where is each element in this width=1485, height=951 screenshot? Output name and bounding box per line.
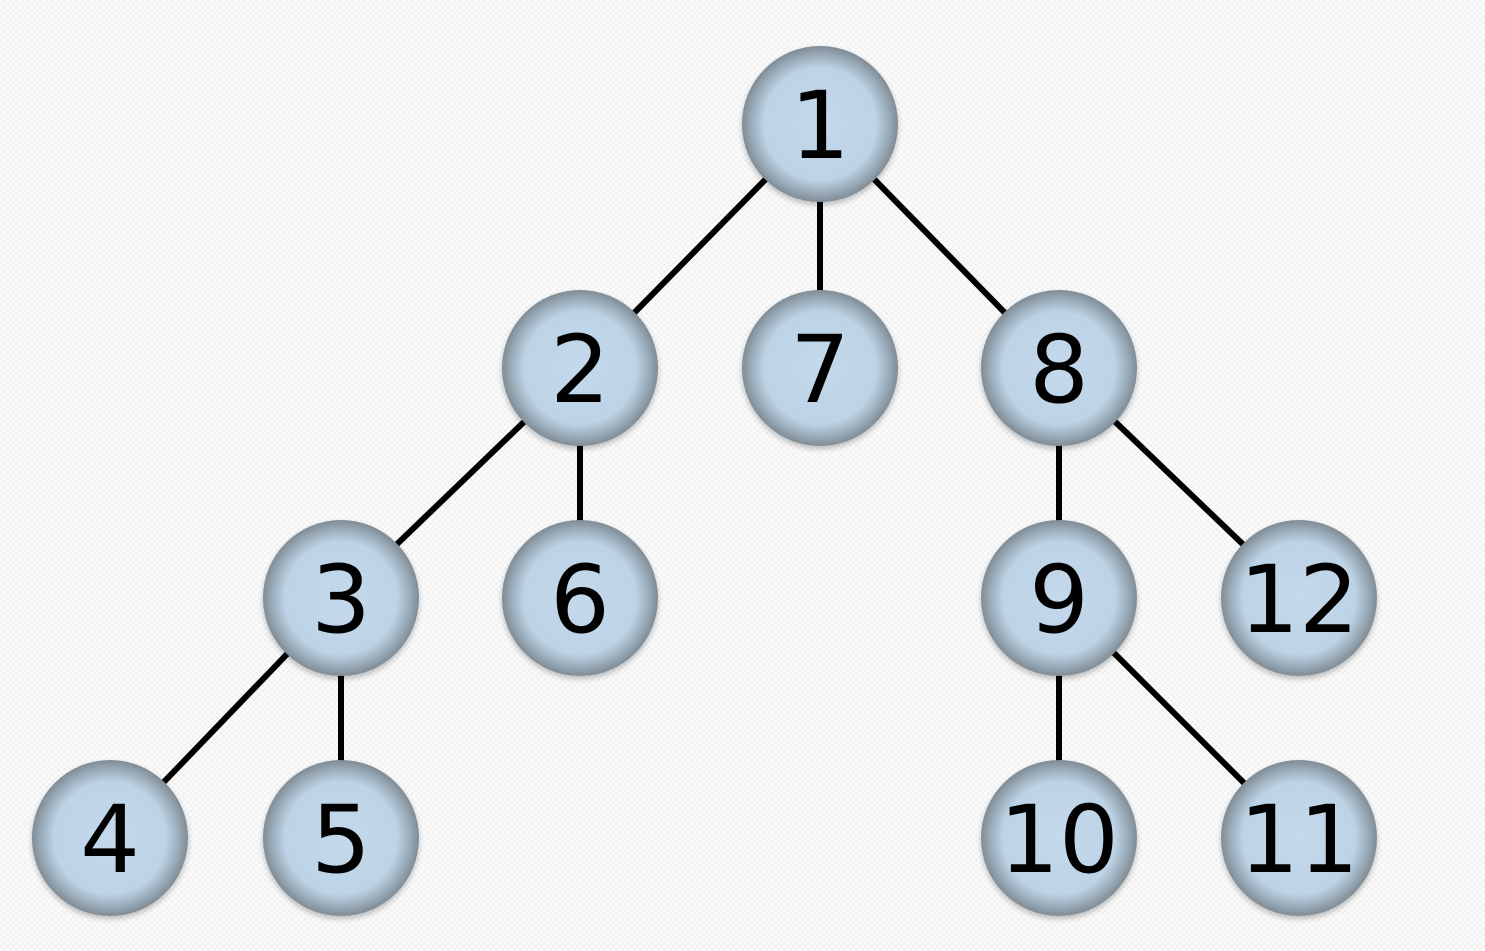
node-label-7: 7 <box>790 316 850 425</box>
node-label-9: 9 <box>1029 546 1089 655</box>
node-circle-4 <box>32 760 188 916</box>
node-label-4: 4 <box>80 786 140 895</box>
node-11: 11 <box>1221 760 1377 916</box>
node-label-2: 2 <box>550 316 610 425</box>
node-label-10: 10 <box>999 786 1119 895</box>
node-circle-1 <box>742 46 898 202</box>
edges-layer <box>107 121 1302 841</box>
node-label-12: 12 <box>1239 546 1359 655</box>
node-8: 8 <box>981 290 1137 446</box>
node-10: 10 <box>981 760 1137 916</box>
node-label-11: 11 <box>1239 786 1359 895</box>
node-circle-8 <box>981 290 1137 446</box>
node-1: 1 <box>742 46 898 202</box>
node-circle-10 <box>981 760 1137 916</box>
node-4: 4 <box>32 760 188 916</box>
node-label-8: 8 <box>1029 316 1089 425</box>
node-circle-7 <box>742 290 898 446</box>
node-5: 5 <box>263 760 419 916</box>
node-label-3: 3 <box>311 546 371 655</box>
node-circle-12 <box>1221 520 1377 676</box>
node-circle-3 <box>263 520 419 676</box>
node-6: 6 <box>502 520 658 676</box>
node-7: 7 <box>742 290 898 446</box>
node-3: 3 <box>263 520 419 676</box>
node-9: 9 <box>981 520 1137 676</box>
node-label-6: 6 <box>550 546 610 655</box>
node-circle-11 <box>1221 760 1377 916</box>
node-label-5: 5 <box>311 786 371 895</box>
node-2: 2 <box>502 290 658 446</box>
node-12: 12 <box>1221 520 1377 676</box>
node-label-1: 1 <box>790 72 850 181</box>
node-circle-9 <box>981 520 1137 676</box>
node-circle-6 <box>502 520 658 676</box>
node-circle-5 <box>263 760 419 916</box>
node-circle-2 <box>502 290 658 446</box>
